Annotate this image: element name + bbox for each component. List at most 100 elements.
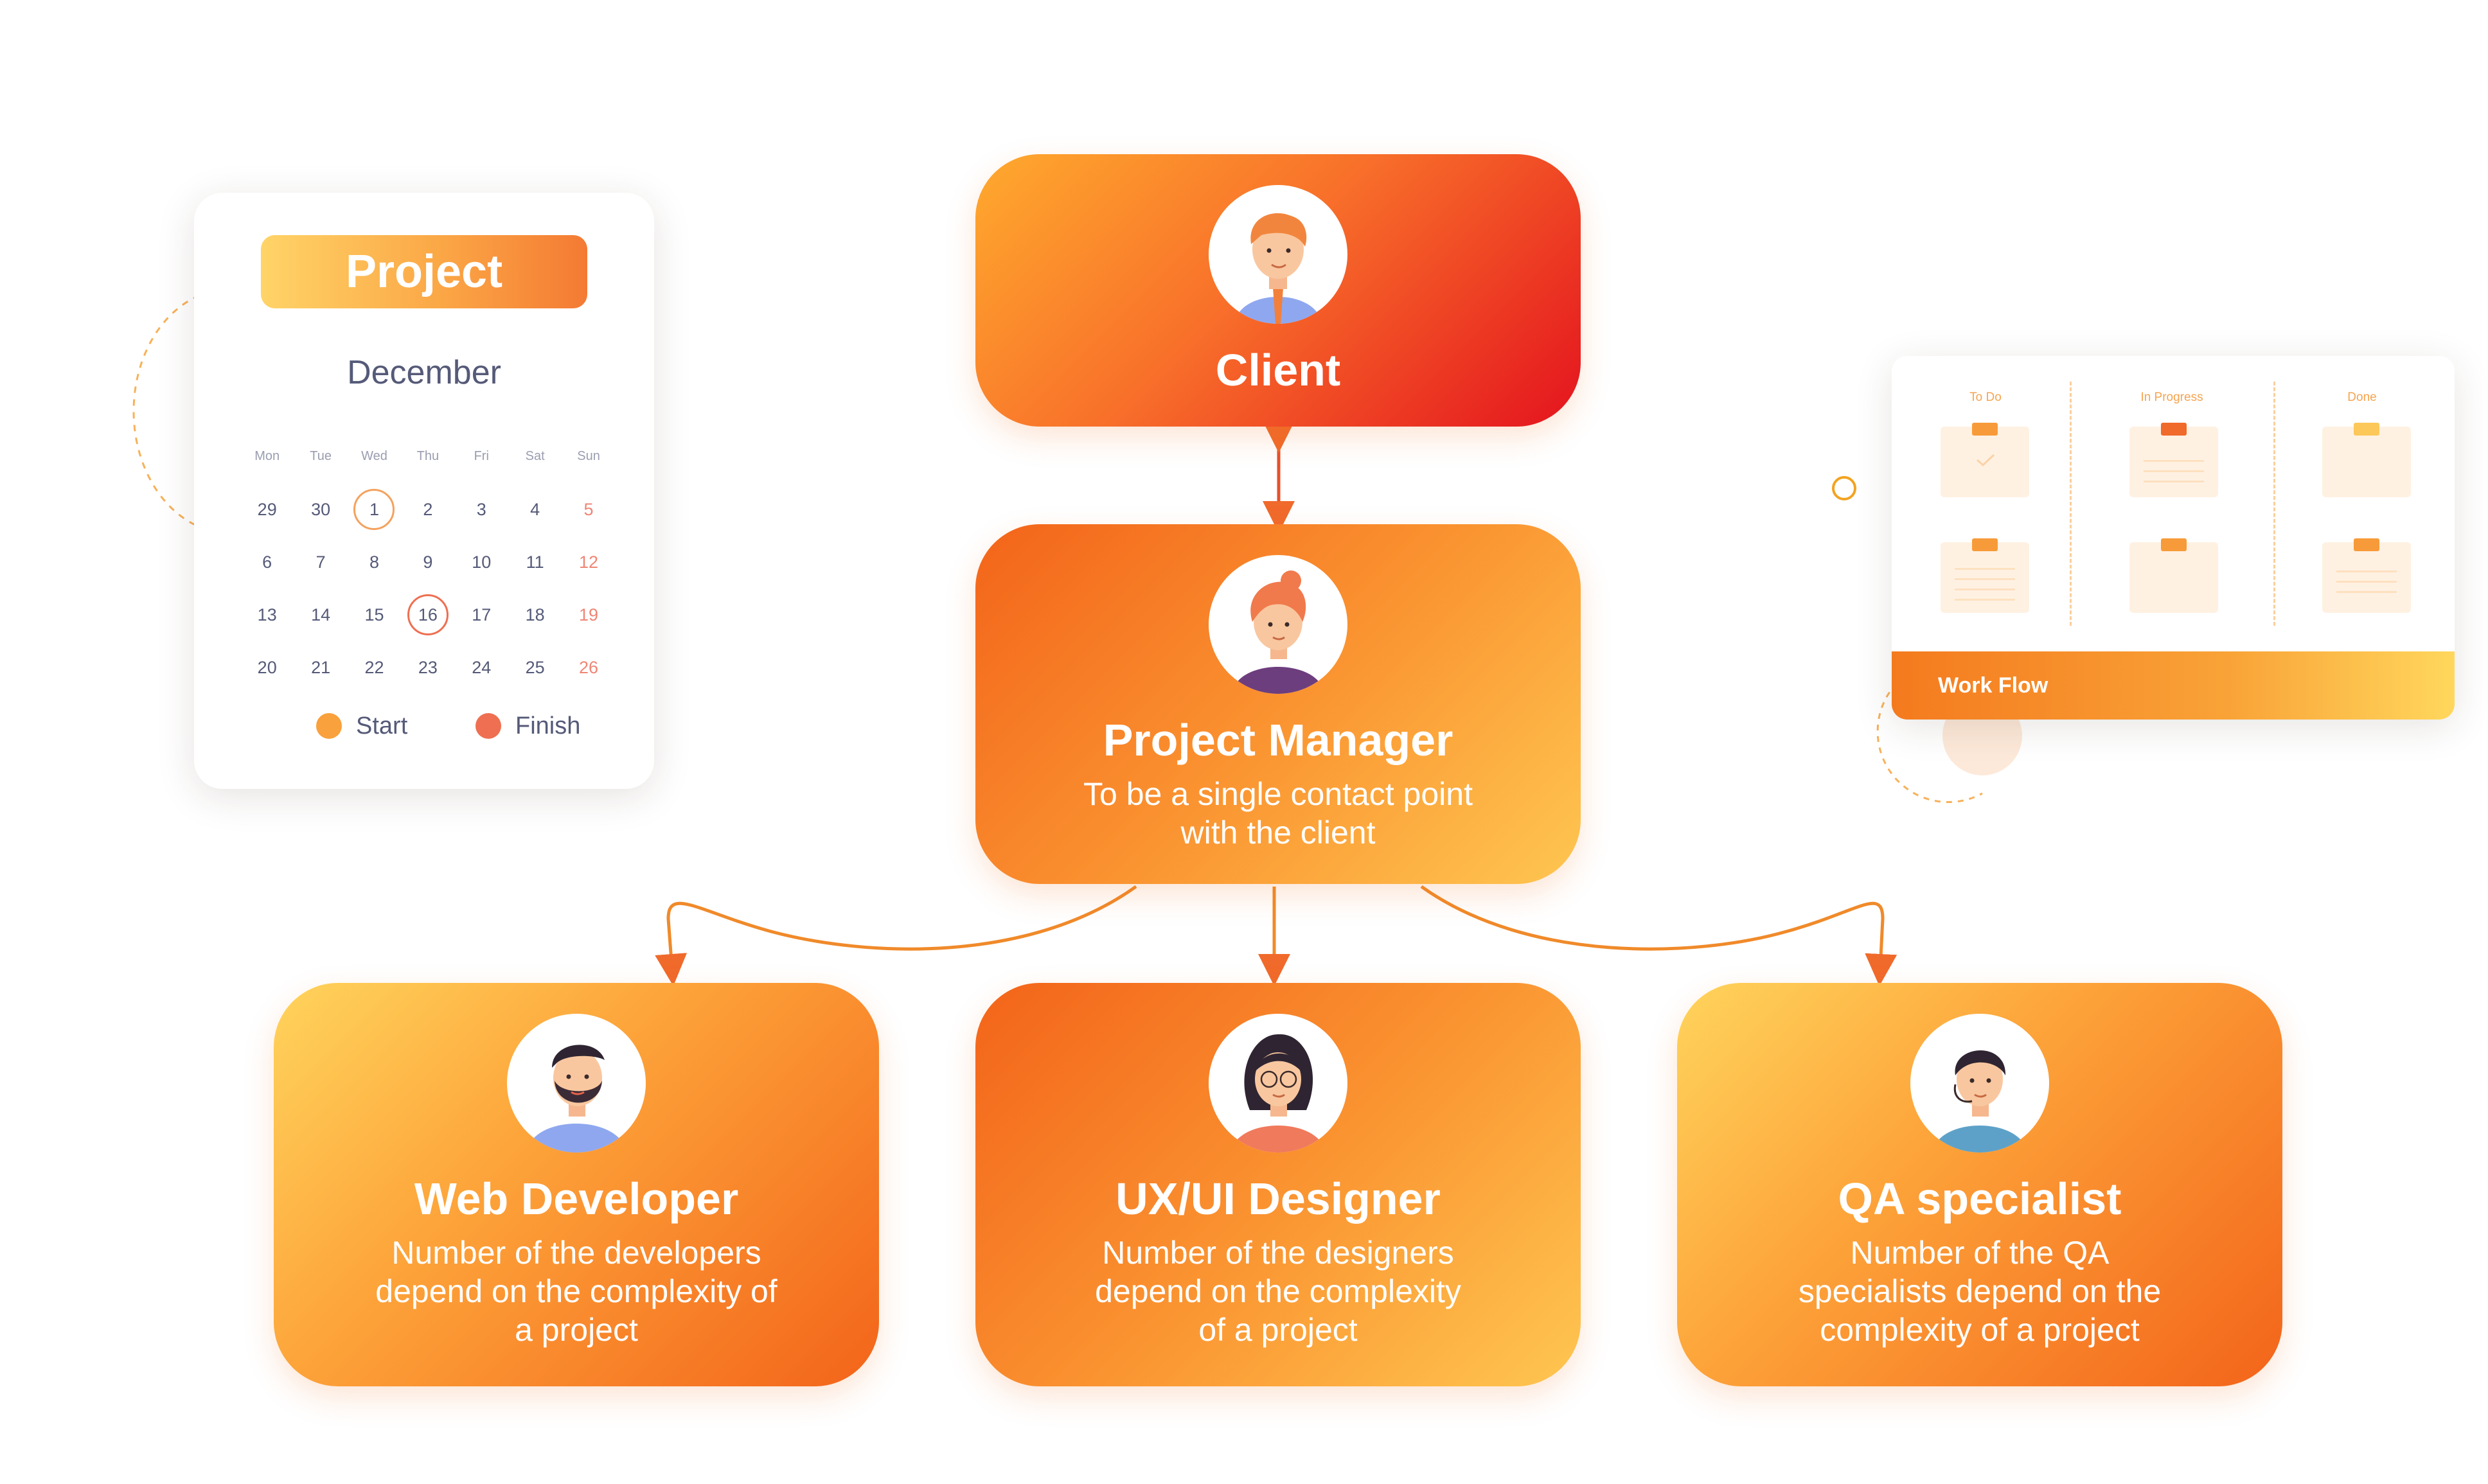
calendar-day[interactable]: 25 xyxy=(508,641,562,694)
project-manager-box: Project Manager To be a single contact p… xyxy=(975,524,1581,884)
calendar-day[interactable]: 22 xyxy=(348,641,401,694)
web-developer-name: Web Developer xyxy=(414,1174,739,1224)
workflow-note xyxy=(2129,423,2218,497)
client-box: Client xyxy=(975,154,1581,427)
start-legend-label: Start xyxy=(356,712,408,739)
calendar-day[interactable]: 5 xyxy=(562,483,615,536)
qa-description: Number of the QA specialists depend on t… xyxy=(1798,1235,2162,1348)
calendar-day-number: 19 xyxy=(579,605,599,624)
calendar-day[interactable]: 4 xyxy=(508,483,562,536)
calendar-day-number: 12 xyxy=(579,552,599,572)
workflow-divider xyxy=(2070,382,2072,626)
project-manager-name: Project Manager xyxy=(1103,715,1453,765)
calendar-day[interactable]: 3 xyxy=(455,483,508,536)
calendar-day[interactable]: 2 xyxy=(401,483,454,536)
calendar-day-number: 3 xyxy=(476,500,486,519)
calendar-weekday: Tue xyxy=(310,449,332,463)
calendar-day-number: 11 xyxy=(526,552,544,572)
calendar-week-row: 20 21 22 23 24 25 26 xyxy=(240,641,616,694)
calendar-day-number: 4 xyxy=(530,500,540,519)
calendar-day[interactable]: 9 xyxy=(401,536,454,588)
designer-description: Number of the designers depend on the co… xyxy=(1095,1235,1461,1348)
calendar-day[interactable]: 14 xyxy=(294,588,347,641)
calendar-day[interactable]: 8 xyxy=(348,536,401,588)
web-developer-avatar-icon xyxy=(507,1014,646,1153)
web-developer-description: Number of the developers depend on the c… xyxy=(375,1235,778,1348)
calendar-day-number: 22 xyxy=(364,658,384,677)
designer-avatar-icon xyxy=(1209,1014,1347,1153)
finish-legend-dot xyxy=(475,713,501,739)
calendar-weekday: Mon xyxy=(254,449,280,463)
calendar-day[interactable]: 12 xyxy=(562,536,615,588)
calendar-day-number: 7 xyxy=(315,552,326,572)
start-legend-dot xyxy=(316,713,342,739)
calendar-day-number: 1 xyxy=(369,500,379,519)
calendar-day[interactable]: 11 xyxy=(508,536,562,588)
calendar-day-number: 17 xyxy=(472,605,492,624)
project-manager-description: To be a single contact point with the cl… xyxy=(1083,776,1473,851)
designer-name: UX/UI Designer xyxy=(1115,1174,1441,1224)
qa-avatar-icon xyxy=(1910,1014,2049,1153)
calendar-day[interactable]: 13 xyxy=(240,588,294,641)
calendar-day[interactable]: 16 xyxy=(401,588,454,641)
client-avatar-icon xyxy=(1209,185,1347,324)
calendar-day-number: 24 xyxy=(472,658,492,677)
qa-name: QA specialist xyxy=(1838,1174,2122,1224)
finish-day-ring xyxy=(407,594,449,635)
client-name: Client xyxy=(1215,345,1341,395)
pm-qa-connector xyxy=(1420,885,1897,986)
calendar-day-number: 29 xyxy=(257,500,277,519)
start-day-ring xyxy=(353,489,395,530)
calendar-week-row: 29 30 1 2 3 4 5 xyxy=(240,483,616,536)
calendar-day[interactable]: 20 xyxy=(240,641,294,694)
calendar-day[interactable]: 29 xyxy=(240,483,294,536)
calendar-weekday: Sun xyxy=(577,449,600,463)
calendar-day[interactable]: 15 xyxy=(348,588,401,641)
workflow-board-card: To Do In Progress Done Work Flow xyxy=(1892,356,2455,720)
calendar-day-number: 30 xyxy=(311,500,331,519)
calendar-day[interactable]: 30 xyxy=(294,483,347,536)
calendar-day[interactable]: 10 xyxy=(455,536,508,588)
calendar-day-number: 15 xyxy=(364,605,384,624)
calendar-day-number: 5 xyxy=(583,500,594,519)
calendar-day[interactable]: 17 xyxy=(455,588,508,641)
calendar-day-number: 23 xyxy=(418,658,438,677)
calendar-day[interactable]: 21 xyxy=(294,641,347,694)
workflow-note xyxy=(2129,538,2218,613)
calendar-day-number: 8 xyxy=(369,552,379,572)
calendar-day[interactable]: 1 xyxy=(348,483,401,536)
calendar-weekday: Thu xyxy=(416,449,440,463)
calendar-day-number: 20 xyxy=(257,658,277,677)
calendar-month: December xyxy=(347,354,501,391)
workflow-note xyxy=(1941,423,2029,497)
workflow-note xyxy=(2322,423,2411,497)
web-developer-box: Web Developer Number of the developers d… xyxy=(274,983,879,1386)
calendar-day-number: 16 xyxy=(418,605,438,624)
calendar-day[interactable]: 7 xyxy=(294,536,347,588)
decor-dashed-arc-left xyxy=(132,294,200,528)
calendar-day[interactable]: 23 xyxy=(401,641,454,694)
calendar-weekday: Wed xyxy=(361,449,387,463)
project-manager-avatar-icon xyxy=(1209,555,1347,694)
calendar-day-number: 2 xyxy=(423,500,433,519)
workflow-note xyxy=(1941,538,2029,613)
workflow-note xyxy=(2322,538,2411,613)
workflow-column-done: Done xyxy=(2347,391,2377,404)
calendar-day[interactable]: 18 xyxy=(508,588,562,641)
qa-box: QA specialist Number of the QA specialis… xyxy=(1677,983,2282,1386)
calendar-day[interactable]: 24 xyxy=(455,641,508,694)
calendar-day[interactable]: 26 xyxy=(562,641,615,694)
pm-webdev-connector xyxy=(655,885,1137,986)
workflow-column-todo: To Do xyxy=(1969,391,2002,404)
finish-legend-label: Finish xyxy=(515,712,581,739)
calendar-day[interactable]: 19 xyxy=(562,588,615,641)
calendar-day-number: 18 xyxy=(525,605,545,624)
calendar-day[interactable]: 6 xyxy=(240,536,294,588)
workflow-divider xyxy=(2273,382,2275,626)
calendar-day-number: 25 xyxy=(525,658,545,677)
